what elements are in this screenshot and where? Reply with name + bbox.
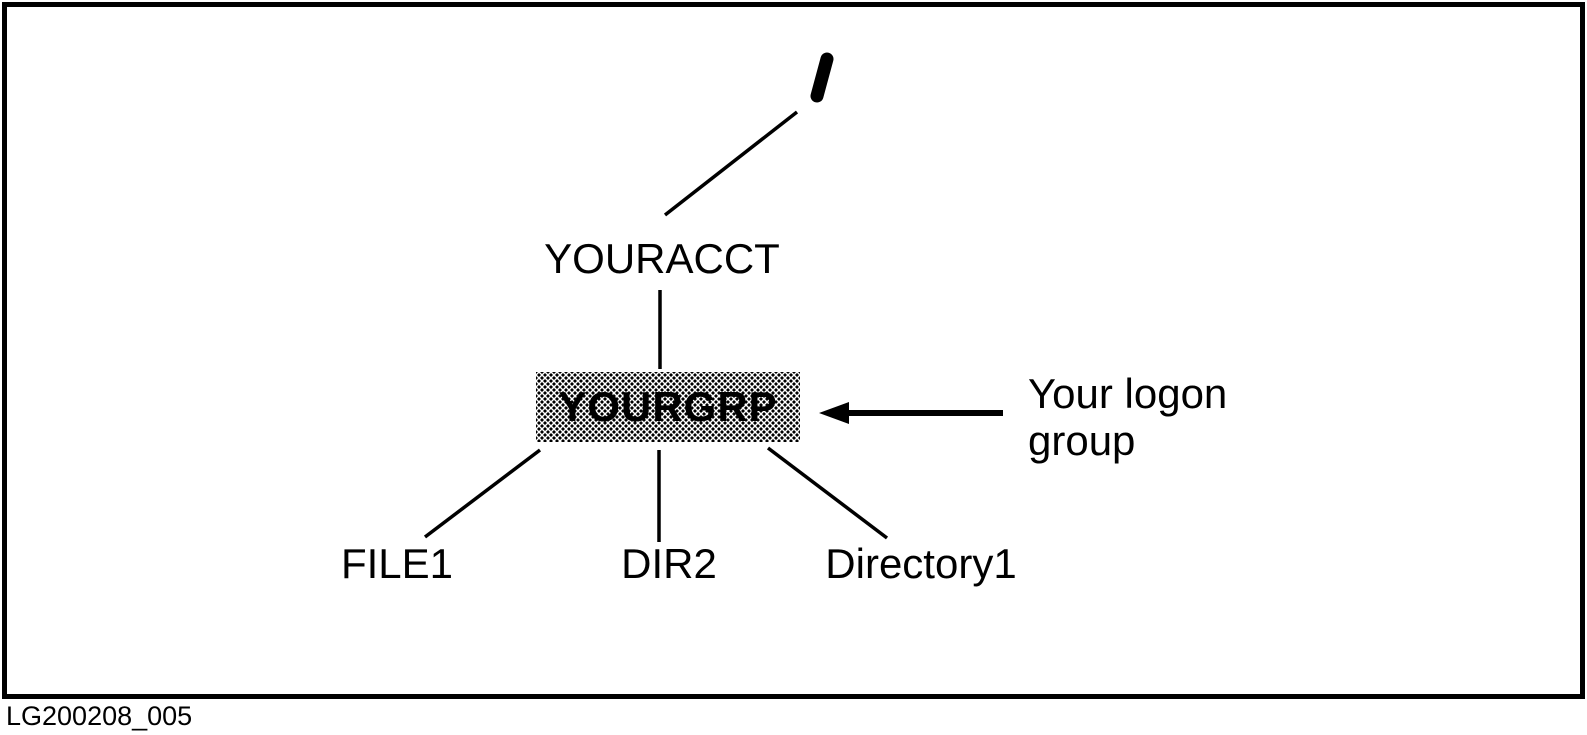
node-yourgrp-label: YOURGRP <box>558 383 778 430</box>
node-yourgrp-box: YOURGRP <box>536 372 800 442</box>
arrow-left-icon <box>819 402 1003 424</box>
edge-root-account <box>663 110 799 217</box>
node-youracct: YOURACCT <box>544 235 780 282</box>
arrow-head <box>819 402 849 424</box>
edge-group-file1 <box>423 448 542 539</box>
root-slash-icon <box>810 52 834 103</box>
node-directory1: Directory1 <box>825 540 1017 587</box>
edge-group-directory1 <box>766 446 889 540</box>
diagram-frame <box>2 2 1585 699</box>
node-file1: FILE1 <box>340 540 454 587</box>
annotation-line-2: group <box>1028 417 1136 464</box>
figure-id-caption: LG200208_005 <box>6 701 193 731</box>
annotation-line-1: Your logon <box>1028 370 1228 417</box>
node-dir2: DIR2 <box>621 540 717 587</box>
logon-group-annotation: Your logon group <box>1028 370 1227 464</box>
